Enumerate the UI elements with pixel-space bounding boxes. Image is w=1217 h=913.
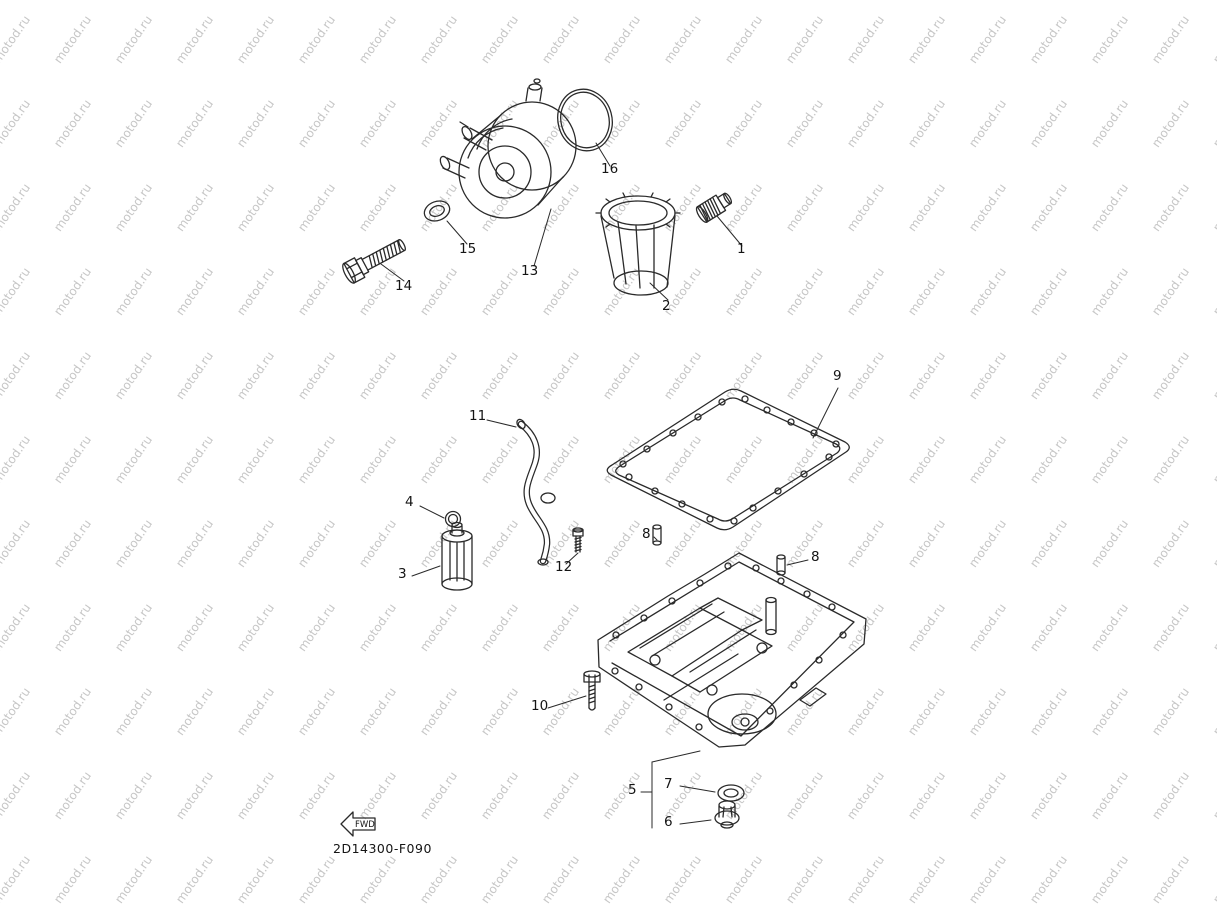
oil-filter-drawing (595, 192, 681, 296)
bolt-12-drawing (572, 527, 584, 553)
drain-bolt-drawing (714, 800, 740, 829)
part-label-9: 9 (833, 368, 842, 384)
part-label-12: 12 (555, 559, 573, 575)
part-label-7: 7 (664, 776, 673, 792)
part-label-6: 6 (664, 814, 673, 830)
part-label-1: 1 (737, 241, 746, 257)
part-label-8a: 8 (642, 526, 651, 542)
dowel-pin-right-drawing (776, 554, 786, 576)
part-label-14: 14 (395, 278, 413, 294)
part-label-3: 3 (398, 566, 407, 582)
fwd-label: FWD (355, 820, 375, 830)
part-label-8b: 8 (811, 549, 820, 565)
part-label-13: 13 (521, 263, 539, 279)
part-label-10: 10 (531, 698, 549, 714)
bolt-14-drawing (342, 239, 406, 284)
o-ring-drawing (557, 88, 613, 152)
oil-pan-gasket-drawing (606, 388, 850, 531)
part-label-15: 15 (459, 241, 477, 257)
fwd-arrow-icon: FWD (340, 811, 376, 837)
washer-7-drawing (717, 784, 745, 802)
part-label-5: 5 (628, 782, 637, 798)
part-label-4: 4 (405, 494, 414, 510)
part-label-11: 11 (469, 408, 487, 424)
oil-strainer-drawing (441, 521, 473, 591)
bolt-10-drawing (583, 670, 601, 711)
union-bolt-drawing (695, 192, 733, 223)
washer-15-drawing (423, 200, 451, 222)
oil-cooler-drawing (439, 78, 577, 219)
leader-lines (380, 142, 839, 829)
diagram-code: 2D14300-F090 (333, 841, 432, 856)
o-ring-4-drawing (444, 510, 462, 528)
part-label-2: 2 (662, 298, 671, 314)
oil-pan-drawing (597, 552, 867, 748)
part-label-16: 16 (601, 161, 619, 177)
strainer-pipe-drawing (516, 418, 556, 566)
dowel-pin-left-drawing (652, 524, 662, 546)
